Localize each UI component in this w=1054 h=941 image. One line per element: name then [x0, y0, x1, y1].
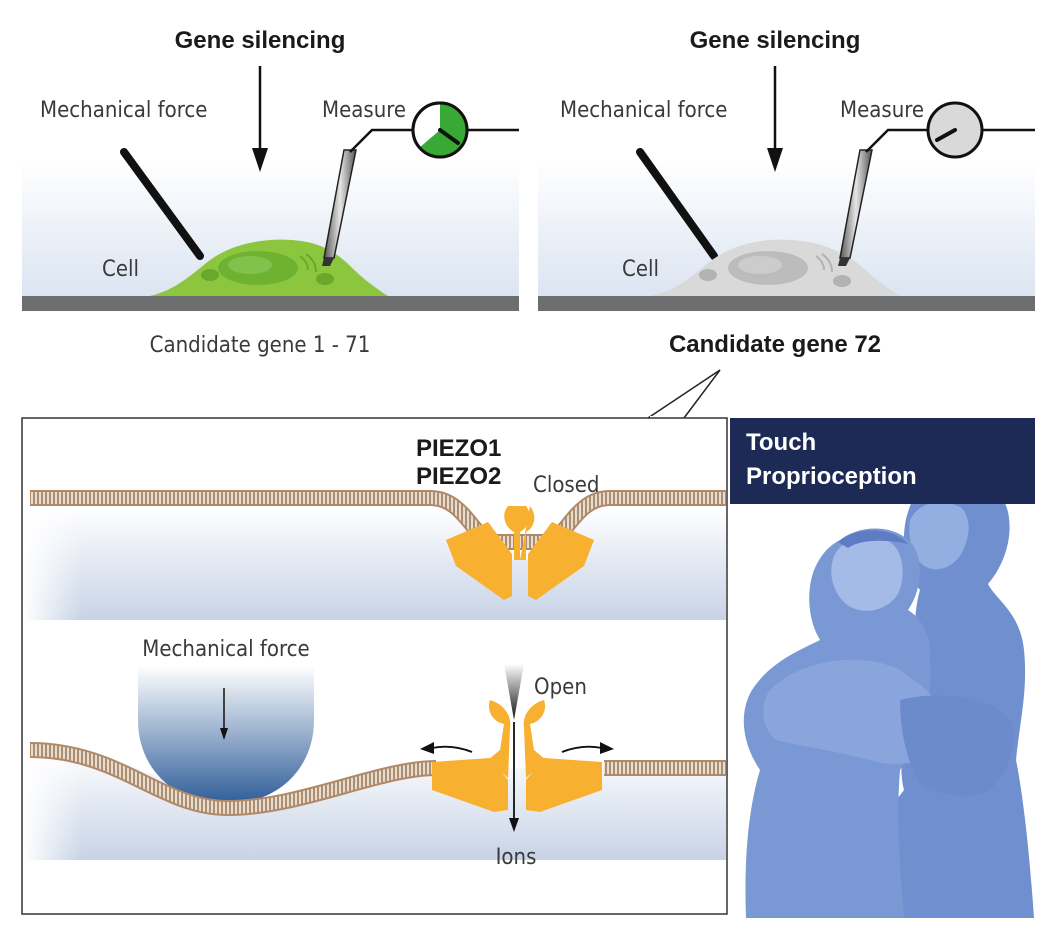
measure-label-left: Measure: [322, 98, 406, 123]
piezo-channel-closed: [446, 506, 594, 600]
force-pusher: [138, 666, 314, 804]
channel-name-1: PIEZO1: [416, 435, 501, 462]
cell-label-right: Cell: [622, 257, 659, 282]
down-arrow-icon: [767, 66, 783, 172]
detail-panel: PIEZO1 PIEZO2 Closed Mechanical force Op…: [21, 417, 728, 915]
ion-flow-cone: [504, 664, 524, 720]
organelle-left-b: [316, 273, 334, 285]
tension-arrow-right-icon: [561, 742, 614, 754]
panel-left-substrate: [22, 296, 519, 311]
organelle-right-a: [699, 269, 717, 281]
callout-pointer: [647, 369, 721, 422]
mechanical-force-label-right: Mechanical force: [560, 98, 727, 123]
piezo-channel-open: [432, 700, 602, 812]
hugging-people-illustration: [743, 474, 1034, 918]
tension-arrow-left-icon: [420, 742, 473, 754]
gauge-left: [411, 101, 519, 159]
ion-arrow-icon: [509, 722, 519, 832]
gene-silencing-label-left: Gene silencing: [175, 27, 346, 54]
panel-left: Gene silencing Mechanical force Measure …: [22, 27, 519, 358]
banner-line-2: Proprioception: [746, 463, 917, 490]
panel-right-substrate: [538, 296, 1035, 311]
channel-name-2: PIEZO2: [416, 463, 501, 490]
closed-label: Closed: [533, 473, 600, 498]
cell-label-left: Cell: [102, 257, 139, 282]
mechanical-force-label-left: Mechanical force: [40, 98, 207, 123]
open-label: Open: [534, 675, 587, 700]
mechanical-force-label-detail: Mechanical force: [142, 637, 309, 662]
organelle-right-b: [833, 275, 851, 287]
force-probe-left: [120, 148, 204, 260]
measure-label-right: Measure: [840, 98, 924, 123]
ions-label: Ions: [496, 845, 537, 870]
gauge-right: [926, 101, 1035, 159]
electrode-left: [322, 128, 414, 266]
caption-right: Candidate gene 72: [669, 331, 881, 358]
down-arrow-icon: [220, 688, 228, 740]
down-arrow-icon: [252, 66, 268, 172]
force-probe-right: [636, 148, 718, 260]
gene-silencing-label-right: Gene silencing: [690, 27, 861, 54]
panel-right: Gene silencing Mechanical force Measure …: [538, 27, 1035, 358]
caption-left: Candidate gene 1 - 71: [150, 333, 371, 358]
electrode-right: [838, 128, 928, 266]
banner-background: [730, 418, 1035, 504]
touch-proprioception-banner: Touch Proprioception: [730, 418, 1035, 504]
organelle-left-a: [201, 269, 219, 281]
banner-line-1: Touch: [746, 429, 816, 456]
cell-right: [650, 239, 900, 296]
